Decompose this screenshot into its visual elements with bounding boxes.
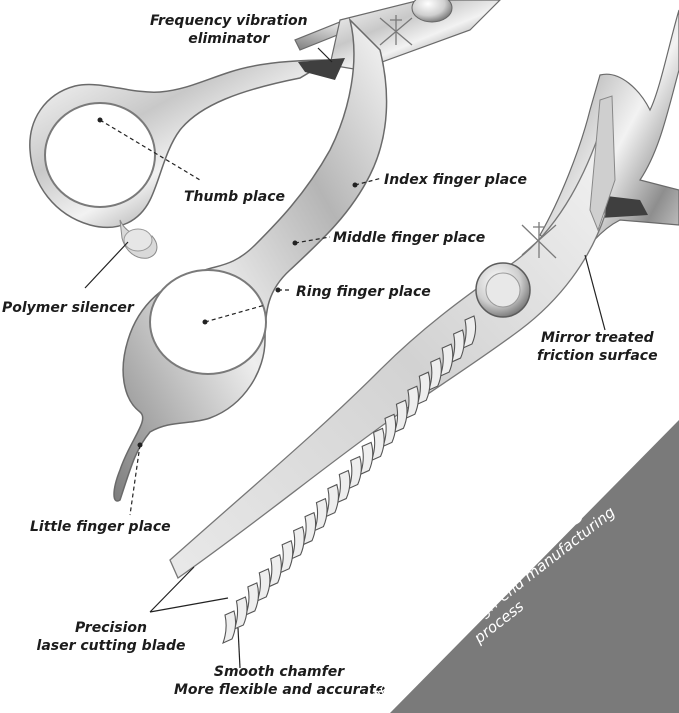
label-middle-finger-place: Middle finger place — [333, 230, 486, 246]
brand-logo-mark — [379, 15, 557, 259]
label-ring-finger-place: Ring finger place — [296, 284, 431, 300]
callout-lines — [84, 47, 606, 669]
blade-tooth — [347, 455, 362, 490]
banner-background — [390, 420, 679, 713]
blade-tooth — [359, 441, 374, 476]
blade-tooth — [336, 469, 351, 504]
blade-tooth — [393, 399, 408, 434]
blade-tooth — [313, 497, 328, 532]
blade-tooth — [233, 596, 248, 630]
blade-tooth — [279, 540, 294, 574]
blade-tooth — [256, 568, 271, 602]
label-frequency-vibration-eliminator: Frequency vibration eliminator — [150, 13, 308, 47]
blade-tooth — [450, 329, 465, 364]
blade-tooth — [382, 413, 397, 448]
label-mirror-treated-friction-surface: Mirror treated friction surface — [537, 330, 658, 364]
blade-tooth — [427, 357, 442, 392]
label-little-finger-place: Little finger place — [30, 519, 171, 535]
blade-tooth — [404, 385, 420, 420]
blade-tooth — [267, 554, 282, 588]
callout-dots — [97, 117, 358, 448]
blade-tooth — [222, 610, 237, 645]
blade-teeth — [222, 315, 477, 645]
thinning-blade — [169, 95, 616, 579]
blade-tooth — [439, 343, 454, 378]
label-polymer-silencer: Polymer silencer — [2, 300, 134, 316]
bottom-scissor-body — [113, 17, 388, 502]
polymer-silencer-part — [123, 228, 153, 252]
label-index-finger-place: Index finger place — [384, 172, 527, 188]
top-scissor-handle — [29, 0, 501, 259]
blade-tooth — [290, 525, 305, 560]
label-thumb-place: Thumb place — [184, 189, 286, 205]
blade-tooth — [370, 427, 385, 462]
label-smooth-chamfer: Smooth chamfer More flexible and accurat… — [174, 664, 386, 698]
label-precision-laser-cutting-blade: Precision laser cutting blade — [36, 620, 186, 654]
blade-tooth — [302, 511, 317, 546]
blade-tooth — [244, 582, 260, 616]
blade-tooth — [462, 315, 477, 350]
blade-tooth — [324, 483, 340, 518]
blade-tooth — [416, 371, 431, 406]
